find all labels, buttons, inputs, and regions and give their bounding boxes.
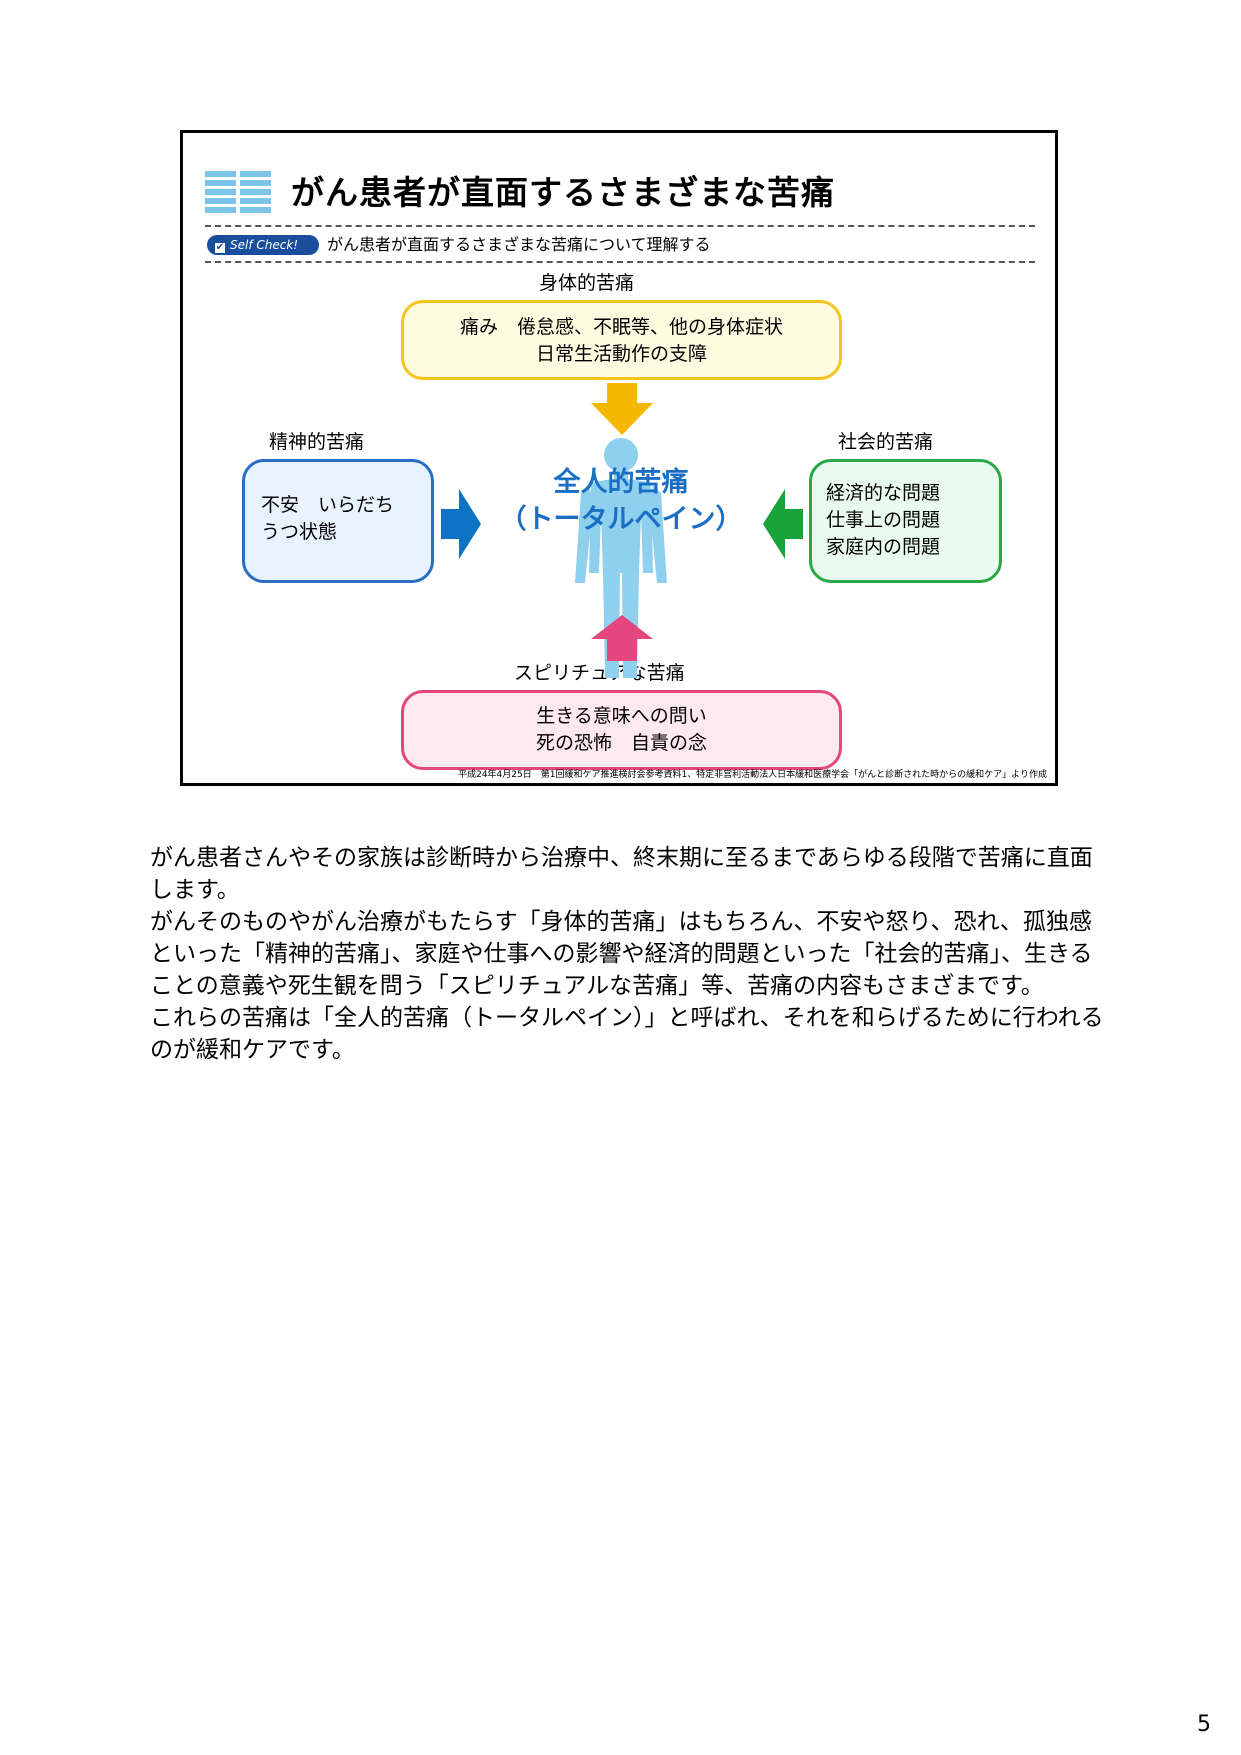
social-pain-line: 経済的な問題 bbox=[826, 482, 941, 504]
book-icon bbox=[205, 171, 271, 213]
spiritual-pain-label: スピリチュアな苦痛 bbox=[514, 662, 685, 684]
mental-pain-label: 精神的苦痛 bbox=[269, 431, 365, 453]
arrow-down-icon bbox=[591, 383, 653, 435]
body-text: がん患者さんやその家族は診断時から治療中、終末期に至るまであらゆる段階で苦痛に直… bbox=[150, 842, 1110, 1066]
source-citation: 平成24年4月25日 第1回緩和ケア推進検討会参考資料1、特定非営利活動法人日本… bbox=[458, 770, 1047, 780]
social-pain-label: 社会的苦痛 bbox=[838, 431, 934, 453]
divider-bottom bbox=[205, 261, 1035, 263]
body-paragraph: これらの苦痛は「全人的苦痛（トータルペイン）」と呼ばれ、それを和らげるために行わ… bbox=[150, 1005, 1104, 1063]
slide-title: がん患者が直面するさまざまな苦痛 bbox=[291, 173, 835, 212]
spiritual-pain-box: 生きる意味への問い 死の恐怖 自責の念 bbox=[401, 690, 842, 770]
physical-pain-line: 日常生活動作の支障 bbox=[535, 343, 707, 365]
arrow-up-icon bbox=[591, 615, 653, 661]
arrow-left-icon bbox=[763, 489, 803, 559]
slide: がん患者が直面するさまざまな苦痛 ✔Self Check! がん患者が直面するさ… bbox=[180, 130, 1058, 786]
arrow-right-icon bbox=[441, 489, 481, 559]
self-check-badge: ✔Self Check! bbox=[207, 235, 319, 255]
physical-pain-line: 痛み 倦怠感、不眠等、他の身体症状 bbox=[459, 316, 783, 338]
body-paragraph: がんそのものやがん治療がもたらす「身体的苦痛」はもちろん、不安や怒り、恐れ、孤独… bbox=[150, 909, 1093, 999]
physical-pain-box: 痛み 倦怠感、不眠等、他の身体症状 日常生活動作の支障 bbox=[401, 300, 842, 380]
total-pain-subtitle: （トータルペイン） bbox=[499, 504, 743, 535]
spiritual-pain-line: 死の恐怖 自責の念 bbox=[535, 732, 707, 754]
social-pain-line: 仕事上の問題 bbox=[826, 509, 941, 531]
spiritual-pain-line: 生きる意味への問い bbox=[536, 705, 707, 727]
body-paragraph: がん患者さんやその家族は診断時から治療中、終末期に至るまであらゆる段階で苦痛に直… bbox=[150, 845, 1093, 903]
checkbox-icon: ✔ bbox=[215, 242, 225, 253]
physical-pain-label: 身体的苦痛 bbox=[539, 272, 635, 294]
total-pain-title: 全人的苦痛 bbox=[553, 467, 689, 498]
self-check-text: がん患者が直面するさまざまな苦痛について理解する bbox=[327, 235, 711, 254]
divider-top bbox=[205, 225, 1035, 227]
page-number: 5 bbox=[1197, 1712, 1211, 1737]
social-pain-line: 家庭内の問題 bbox=[826, 536, 941, 558]
mental-pain-line: 不安 いらだち bbox=[261, 494, 395, 516]
social-pain-box: 経済的な問題 仕事上の問題 家庭内の問題 bbox=[809, 459, 1002, 583]
mental-pain-line: うつ状態 bbox=[261, 521, 338, 543]
mental-pain-box: 不安 いらだち うつ状態 bbox=[242, 459, 434, 583]
